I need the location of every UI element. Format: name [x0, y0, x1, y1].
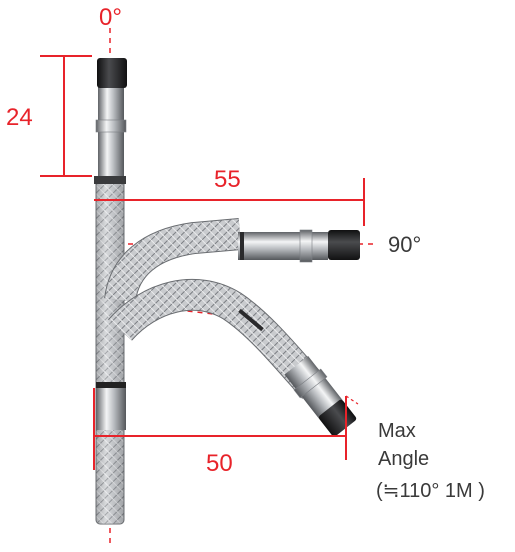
right-cap [328, 230, 360, 260]
top-cap [97, 58, 127, 88]
angle-label: Angle [378, 448, 430, 470]
dimension-lines [40, 55, 365, 470]
branch-max-angle [108, 278, 357, 437]
max-angle-guide [345, 395, 359, 405]
branch-90 [104, 218, 360, 303]
angle-90-label: 90° [388, 232, 422, 257]
dimension-50-label: 50 [206, 450, 233, 477]
angle-0-label: 0° [99, 4, 122, 31]
dimension-24-label: 24 [6, 104, 33, 131]
center-guides [109, 28, 378, 545]
dimension-55-label: 55 [214, 166, 241, 193]
max-angle-value: (≒110° 1M ) [376, 480, 485, 502]
max-label: Max [378, 420, 416, 442]
